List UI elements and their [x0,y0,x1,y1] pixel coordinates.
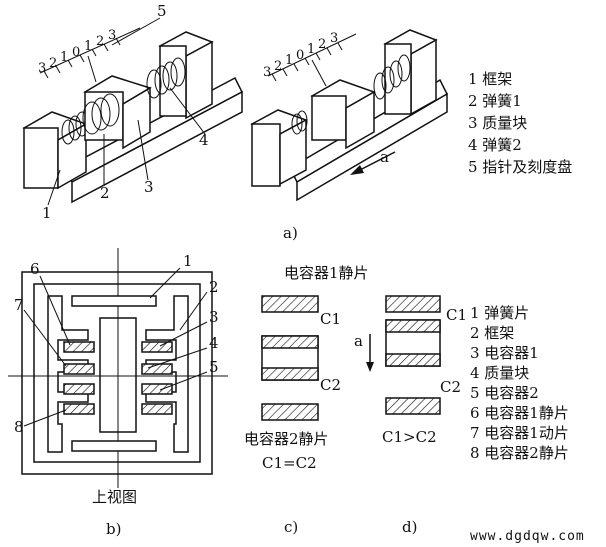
scale-tick-label: 1 [285,53,293,68]
legend-item: 5 指针及刻度盘 [468,158,572,176]
caption-c: c) [284,518,298,536]
caption-a: a) [283,224,298,242]
scale-tick-label: 3 [263,65,271,80]
legend-item: 5 电容器2 [470,384,539,402]
legend-item: 8 电容器2静片 [470,444,569,462]
panel-a-right-drawing [250,29,448,202]
legend-item: 1 弹簧片 [470,304,529,322]
legend-item: 1 框架 [468,70,512,88]
scale-tick-label: 2 [318,37,326,52]
acceleration-label: a [380,148,389,166]
legend-item: 7 电容器1动片 [470,424,569,442]
scale-tick-label: 2 [49,56,57,71]
c2-label-d: C2 [440,378,461,396]
c2-label: C2 [320,376,341,394]
scale-tick-label: 0 [72,45,80,60]
callout-1: 1 [42,204,52,222]
legend-item: 2 框架 [470,324,514,342]
c1-label-d: C1 [446,306,467,324]
callout-3b: 3 [209,308,219,326]
legend-item: 4 质量块 [470,364,529,382]
legend-bd: 1 弹簧片 2 框架 3 电容器1 4 质量块 5 电容器2 6 电容器1静片 … [470,304,569,462]
legend-a: 1 框架 2 弹簧1 3 质量块 4 弹簧2 5 指针及刻度盘 [468,70,572,176]
acceleration-label-d: a [354,332,363,350]
callout-2: 2 [100,184,110,202]
callout-7: 7 [14,296,24,314]
scale-tick-label: 3 [330,31,338,46]
legend-item: 4 弹簧2 [468,136,522,154]
callout-5b: 5 [209,358,219,376]
scale-tick-label: 2 [274,59,282,74]
scale-labels-a2: 3 2 1 0 1 2 3 [263,31,338,80]
scale-tick-label: 2 [96,34,104,49]
d-relation: C1>C2 [382,428,437,446]
callout-5: 5 [157,2,167,20]
caption-b: b) [106,520,121,538]
legend-item: 2 弹簧1 [468,92,522,110]
c1-label: C1 [320,310,341,328]
scale-tick-label: 3 [108,28,116,43]
scale-tick-label: 3 [38,61,46,76]
callout-4: 4 [199,131,209,149]
scale-tick-label: 1 [84,39,92,54]
scale-tick-label: 1 [60,50,68,65]
cap1-static-plate-label: 电容器1静片 [284,264,369,282]
legend-item: 3 电容器1 [470,344,539,362]
panel-b-top-view [8,248,228,488]
legend-item: 6 电容器1静片 [470,404,569,422]
watermark: www.dgdqw.com [470,529,585,544]
legend-item: 3 质量块 [468,114,527,132]
cap2-static-plate-label: 电容器2静片 [244,430,329,448]
panel-a-left-drawing [22,27,243,204]
caption-d: d) [402,518,417,536]
callout-2b: 2 [209,278,219,296]
callout-1b: 1 [183,252,193,270]
callout-4b: 4 [209,334,219,352]
scale-tick-label: 0 [296,48,304,63]
callout-8: 8 [14,418,24,436]
scale-tick-label: 1 [307,42,315,57]
top-view-label: 上视图 [92,488,137,506]
spring-2 [146,57,186,99]
scale-labels-a1: 3 2 1 0 1 2 3 [38,28,116,76]
c-relation: C1=C2 [262,454,317,472]
callout-3: 3 [144,178,154,196]
panel-c-capacitors [261,295,319,421]
callout-6: 6 [30,260,40,278]
panel-d-capacitors [366,295,441,415]
